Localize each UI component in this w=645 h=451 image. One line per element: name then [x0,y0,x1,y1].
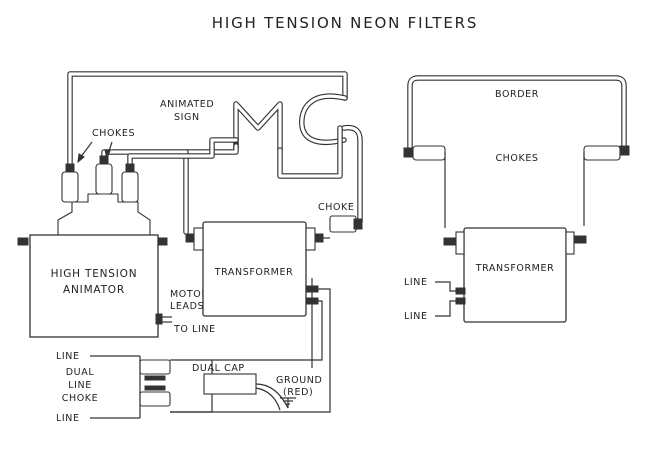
choke-3 [121,171,139,203]
motor-leads-label-1: MOTOR [170,289,209,300]
motor-leads [155,313,172,325]
dual-cap-label: DUAL CAP [192,363,245,374]
animator-label-2: ANIMATOR [63,284,125,296]
transformer-right-label: TRANSFORMER [475,263,555,274]
border-neon-tube [407,75,627,153]
line-label-top: LINE [56,351,80,362]
animated-sign-label-2: SIGN [174,112,200,123]
line-right-bottom-label: LINE [404,311,428,322]
line-right-top-label: LINE [404,277,428,288]
chokes-pointer-arrows [77,141,113,164]
right-line-leads [435,281,456,317]
dual-line-choke-label-2: LINE [68,380,92,391]
high-tension-animator-box [29,234,159,338]
neon-lead-tube-left [67,71,348,171]
animator-top-housing [57,193,151,236]
choke-2 [95,163,113,195]
choke-cap-3 [125,163,135,173]
diagram-title: HIGH TENSION NEON FILTERS [212,14,478,32]
dual-line-choke [90,355,212,419]
animator-label-1: HIGH TENSION [51,268,138,280]
ground-label-2: (RED) [283,387,313,398]
line-label-bottom: LINE [56,413,80,424]
dual-cap [203,360,289,412]
transformer-left-label: TRANSFORMER [214,267,294,278]
right-transformer [443,227,587,323]
motor-leads-label-2: LEADS [170,301,204,312]
transformer-primary-wiring [170,278,331,413]
sign-to-transformer-wire [183,143,239,235]
animated-sign-label-1: ANIMATED [160,99,214,110]
chokes-label-left: CHOKES [92,128,135,139]
animator-tab-left [17,237,29,246]
animator-chokes [57,155,151,236]
single-choke [323,215,363,239]
sign-to-choke-wire [277,124,363,225]
choke-cap-2 [99,155,109,165]
ground-symbol [280,397,296,408]
ground-label-1: GROUND [276,375,322,386]
animator-tab-right [157,237,168,246]
border-label: BORDER [495,89,539,100]
to-line-label: TO LINE [173,324,216,335]
choke-1 [61,171,79,203]
dual-line-choke-label-1: DUAL [66,367,95,378]
animated-neon-sign [233,93,348,153]
dual-line-choke-label-3: CHOKE [62,393,99,404]
choke-cap-1 [65,163,75,173]
chokes-label-right: CHOKES [495,153,538,164]
border-leads [444,152,585,228]
choke-label-right: CHOKE [318,202,355,213]
border-chokes [403,145,630,161]
